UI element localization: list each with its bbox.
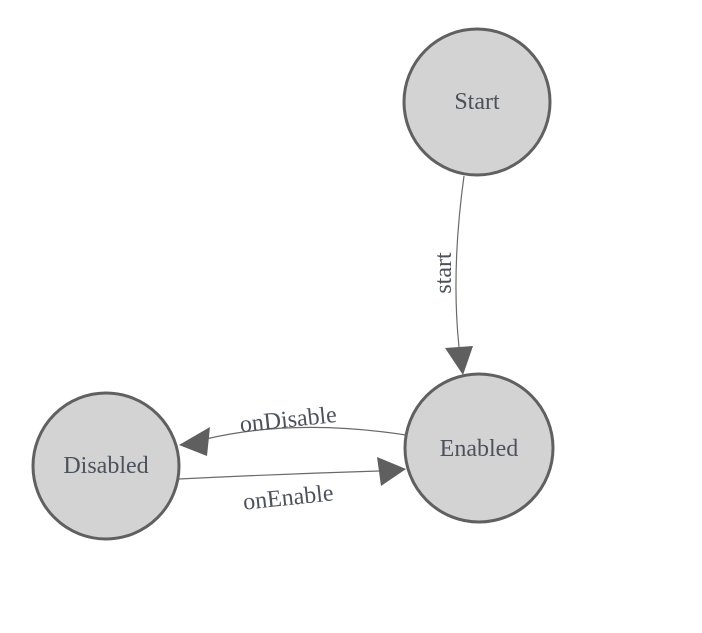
edge-label-start: start xyxy=(431,252,457,294)
state-node-start-circle xyxy=(402,27,552,177)
arrowhead-into-enabled-from-start xyxy=(445,346,473,375)
edge-disabled-to-enabled: onEnable xyxy=(178,457,406,516)
state-node-start-label: Start xyxy=(454,89,500,115)
edge-start-to-enabled-line xyxy=(455,175,465,348)
edge-enabled-to-disabled-line xyxy=(205,426,407,440)
state-node-enabled-label: Enabled xyxy=(440,436,519,462)
state-node-disabled: Disabled xyxy=(31,391,181,541)
edge-disabled-to-enabled-line xyxy=(178,470,380,480)
edge-start-to-enabled: start xyxy=(431,175,473,375)
edge-enabled-to-disabled: onDisable xyxy=(179,402,407,456)
edge-label-on-enable: onEnable xyxy=(242,480,335,515)
edge-label-on-disable: onDisable xyxy=(239,402,338,438)
arrowhead-into-enabled-from-disabled xyxy=(377,457,406,486)
state-node-enabled-circle xyxy=(403,372,555,524)
state-node-disabled-label: Disabled xyxy=(63,453,148,479)
state-node-start: Start xyxy=(402,27,552,177)
state-node-enabled: Enabled xyxy=(403,372,555,524)
state-node-disabled-circle xyxy=(31,391,181,541)
arrowhead-into-disabled xyxy=(179,427,210,456)
